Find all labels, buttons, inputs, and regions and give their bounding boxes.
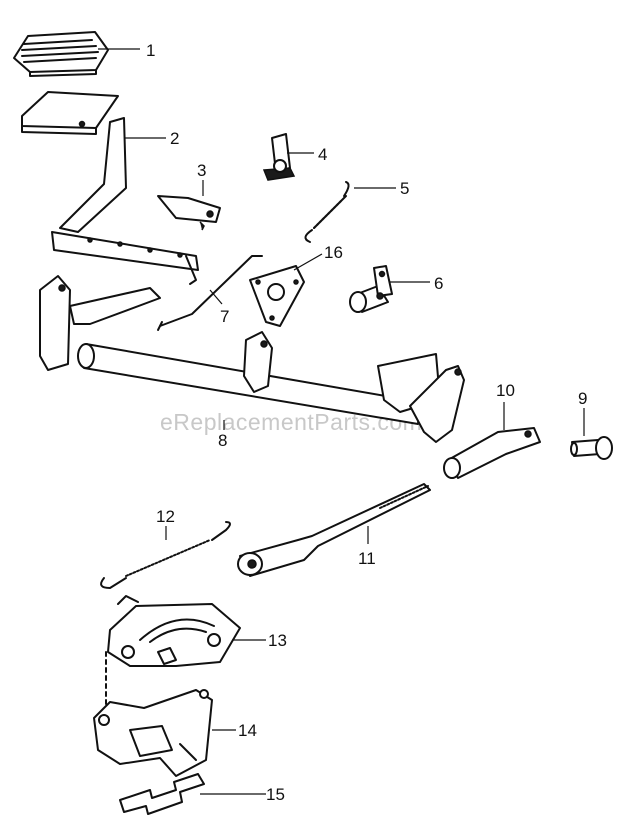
leader-lines <box>98 48 585 795</box>
part-3-bracket <box>157 195 221 231</box>
part-4-clip <box>262 133 296 181</box>
callout-10: 10 <box>496 381 515 400</box>
part-1-pedal-pad <box>13 31 109 77</box>
part-5-spring <box>304 181 350 243</box>
callouts: 1 2 3 4 5 16 6 7 8 9 10 11 12 13 14 15 <box>146 41 587 804</box>
callout-12: 12 <box>156 507 175 526</box>
part-7-rod <box>157 255 263 331</box>
callout-9: 9 <box>578 389 587 408</box>
part-10-clevis <box>443 427 541 479</box>
callout-14: 14 <box>238 721 257 740</box>
part-2-pedal-arm <box>21 91 199 285</box>
callout-7: 7 <box>220 307 229 326</box>
callout-4: 4 <box>318 145 327 164</box>
part-13-brake-assembly <box>107 595 241 667</box>
callout-5: 5 <box>400 179 409 198</box>
callout-2: 2 <box>170 129 179 148</box>
callout-3: 3 <box>197 161 206 180</box>
part-14-mount-bracket <box>93 689 213 777</box>
callout-15: 15 <box>266 785 285 804</box>
part-11-threaded-rod <box>237 483 431 577</box>
part-16-plate <box>249 265 305 327</box>
callout-11: 11 <box>358 549 376 568</box>
part-12-spring <box>100 521 231 589</box>
part-9-pin <box>570 436 613 460</box>
callout-1: 1 <box>146 41 155 60</box>
callout-8: 8 <box>218 431 227 450</box>
part-6-collar <box>349 265 393 313</box>
callout-13: 13 <box>268 631 287 650</box>
part-15-clamp <box>119 773 205 815</box>
callout-6: 6 <box>434 274 443 293</box>
part-8-cross-shaft <box>39 275 465 443</box>
callout-16: 16 <box>324 243 343 262</box>
